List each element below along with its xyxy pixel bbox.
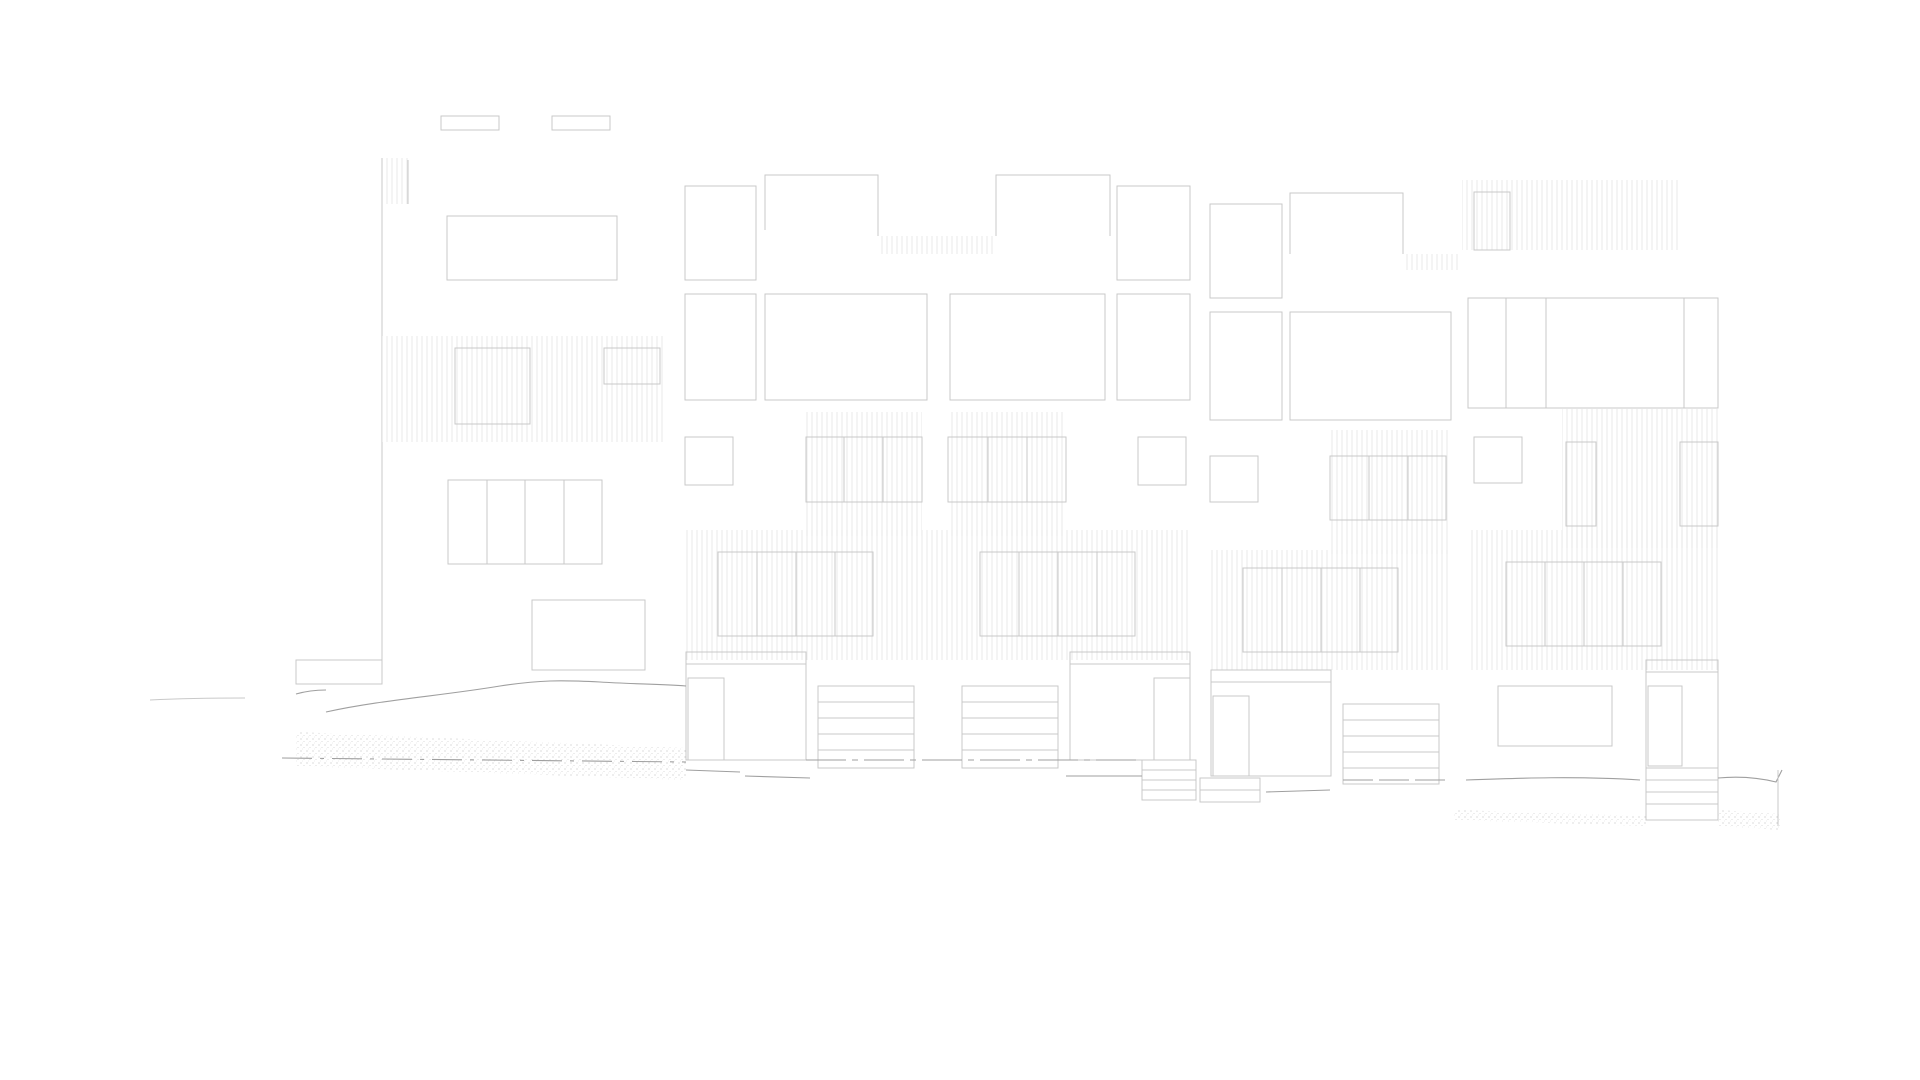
unit-1-entry-frame <box>531 599 646 671</box>
entry-steps <box>1141 759 1719 821</box>
unit-4 <box>1462 180 1719 769</box>
unit-1-top-window <box>446 215 618 281</box>
unit-2 <box>684 174 1191 769</box>
unit-1-square-window <box>454 347 531 425</box>
unit-1-tower <box>149 158 664 701</box>
ground-line <box>281 680 1783 830</box>
unit-3 <box>1209 192 1459 785</box>
roof-skylights <box>440 115 611 131</box>
